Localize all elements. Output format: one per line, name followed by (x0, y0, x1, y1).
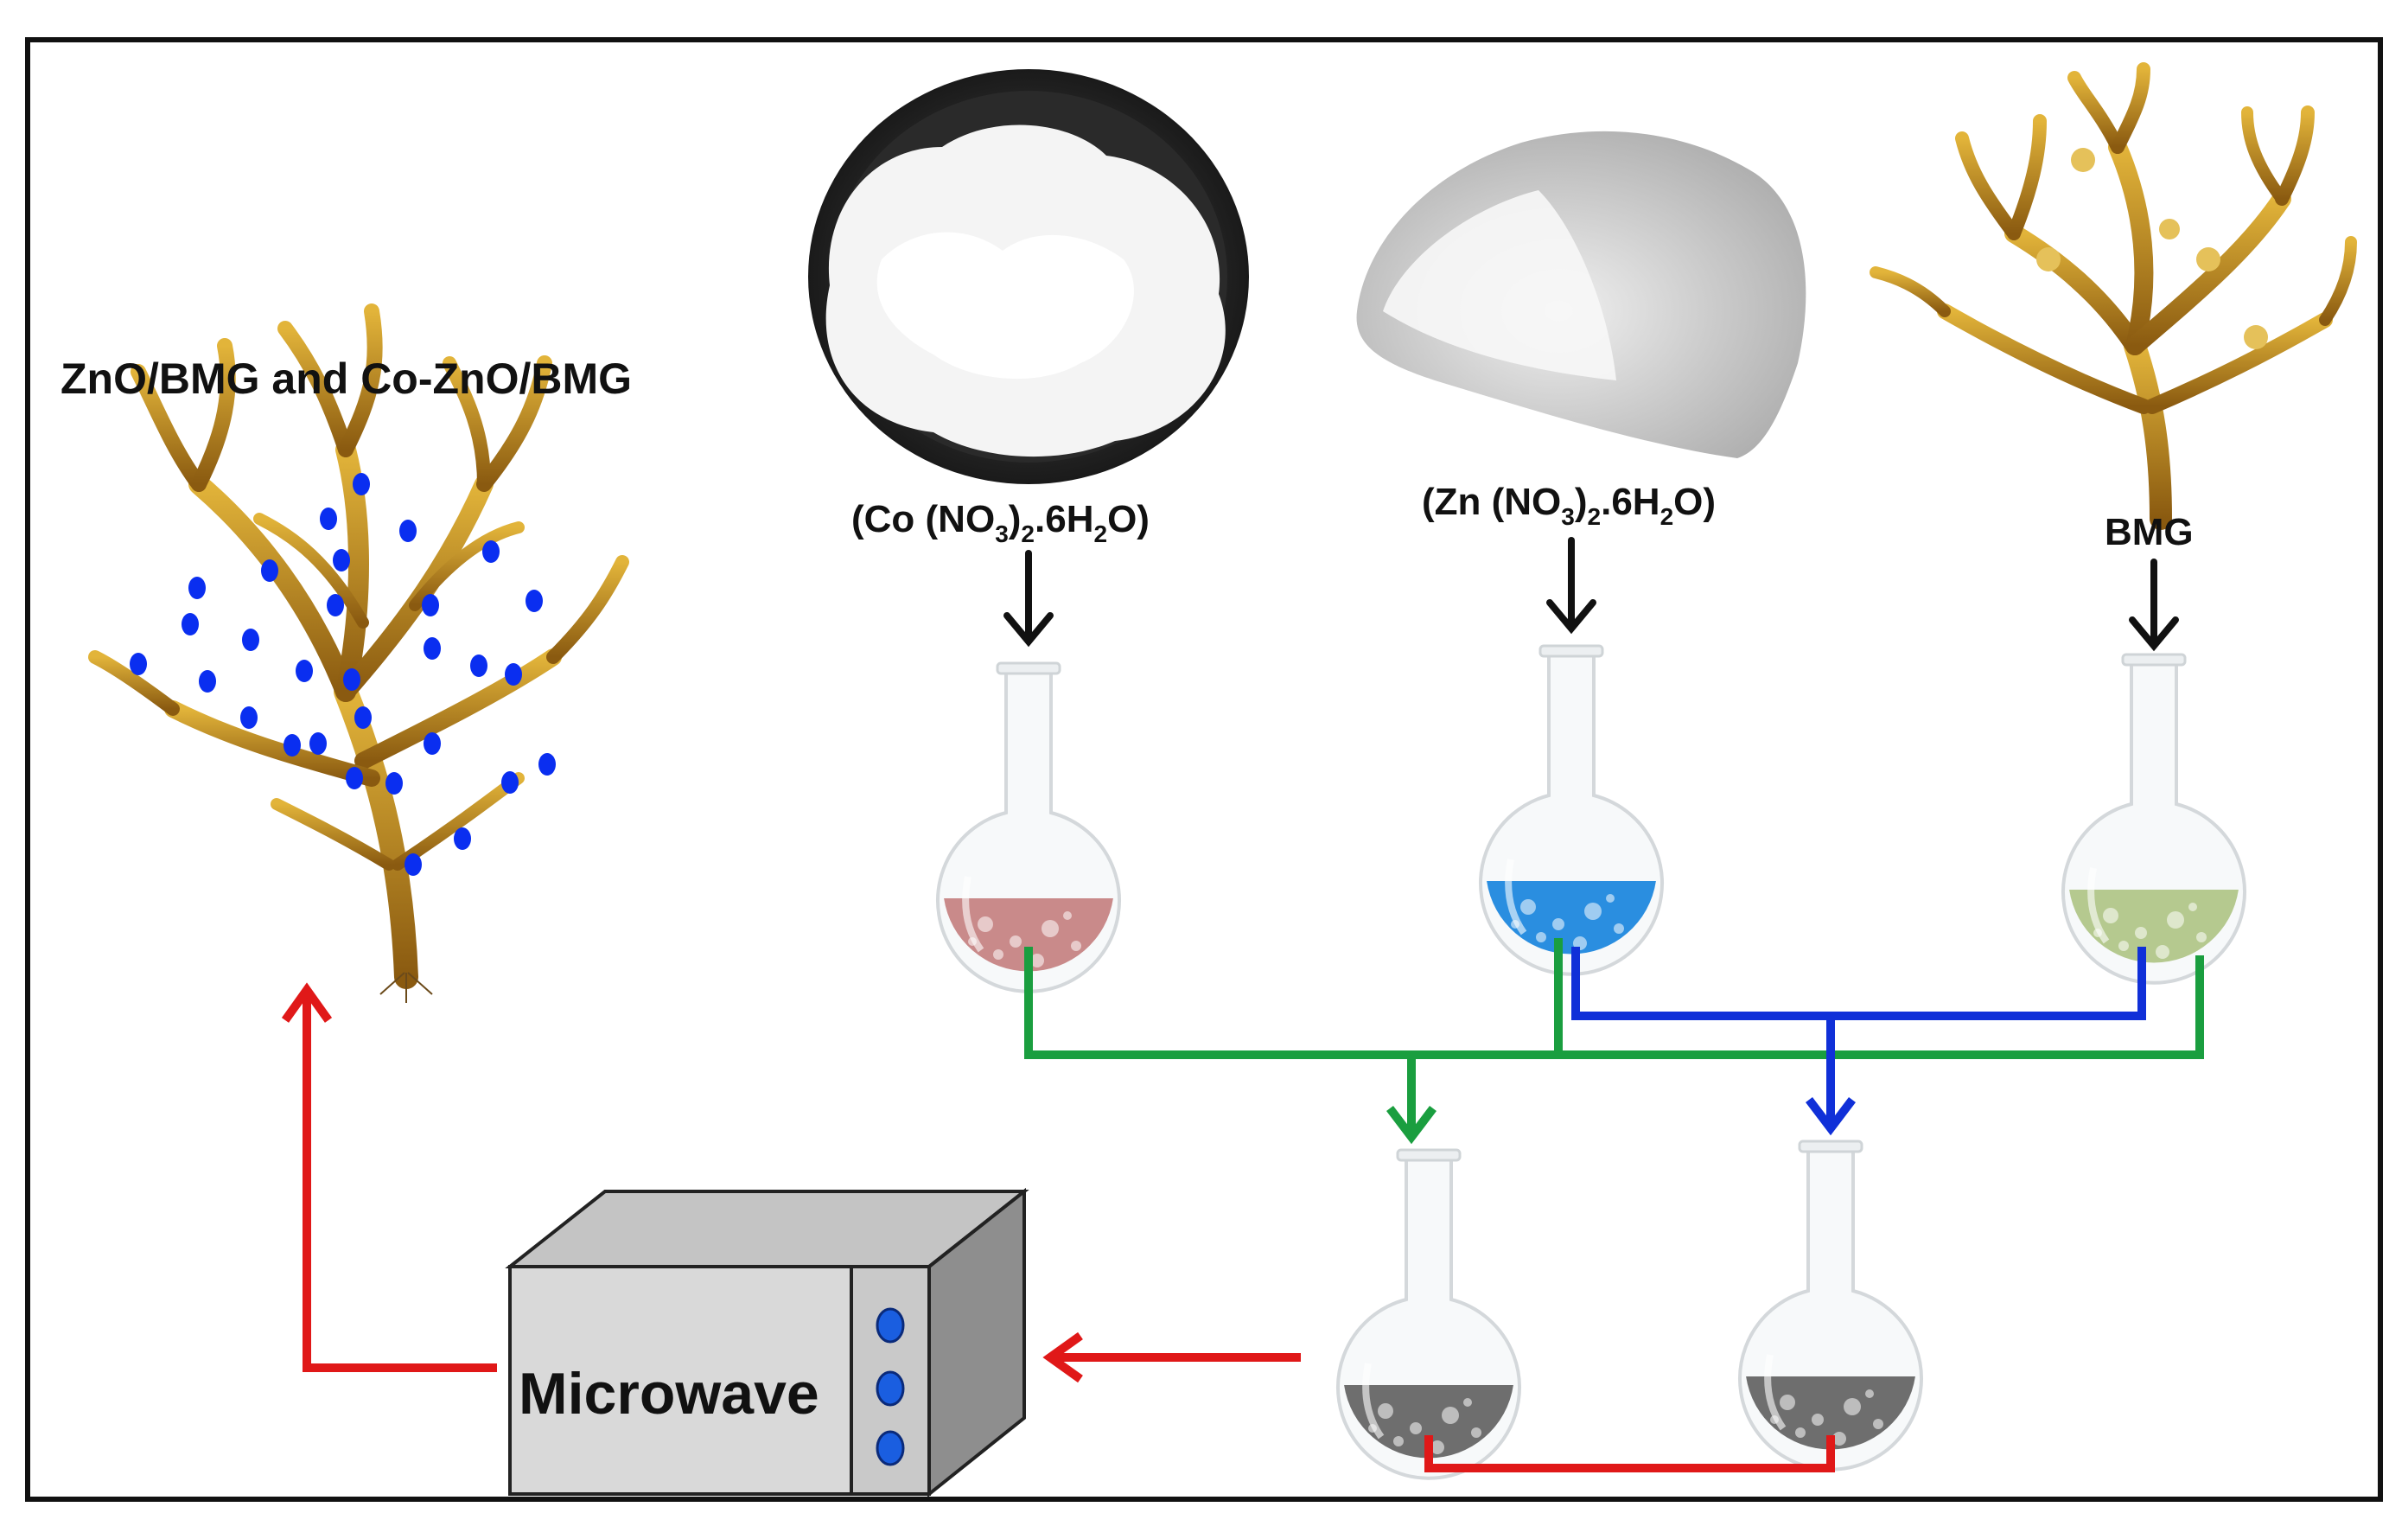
red-connector-line (1424, 1435, 1835, 1472)
microwave-knob-3 (876, 1430, 905, 1466)
cobalt-arrow (1003, 550, 1054, 648)
blue-flow-line (1571, 947, 2146, 1020)
input-arrows (1003, 537, 2179, 652)
flow-lines (281, 938, 2204, 1472)
blue-arrowhead (1806, 1096, 1856, 1136)
microwave-oven: Microwave (505, 1187, 1029, 1498)
green-arrowhead (1386, 1105, 1437, 1145)
zinc-arrow (1546, 537, 1596, 635)
product-label: ZnO/BMG and Co-ZnO/BMG (61, 354, 632, 403)
zinc-flask (1479, 644, 1664, 976)
microwave-label: Microwave (519, 1361, 819, 1427)
zinc-nitrate-label: (Zn (NO3)2.6H2O) (1422, 481, 1716, 530)
flasks (936, 644, 2246, 1480)
product-seaweed-illustration (88, 303, 629, 1003)
red-to-microwave-arrowhead (1042, 1331, 1083, 1383)
cobalt-nitrate-bowl-illustration (808, 69, 1249, 484)
bmg-arrow (2129, 559, 2179, 652)
bmg-label: BMG (2105, 511, 2194, 553)
red-to-product-arrowhead (281, 982, 333, 1023)
bmg-seaweed-illustration (1870, 62, 2357, 530)
nanoparticles (130, 473, 556, 876)
green-flow-line (1024, 947, 2204, 1059)
zinc-nitrate-powder-illustration (1356, 131, 1806, 459)
microwave-knob-1 (876, 1307, 905, 1344)
cobalt-nitrate-label: (Co (NO3)2.6H2O) (851, 498, 1150, 547)
microwave-knob-2 (876, 1370, 905, 1407)
mixture-flask-1 (1336, 1148, 1521, 1480)
red-to-product-line (303, 994, 497, 1372)
bmg-seaweed-bladders (2036, 148, 2268, 349)
bmg-flask (2061, 653, 2246, 985)
